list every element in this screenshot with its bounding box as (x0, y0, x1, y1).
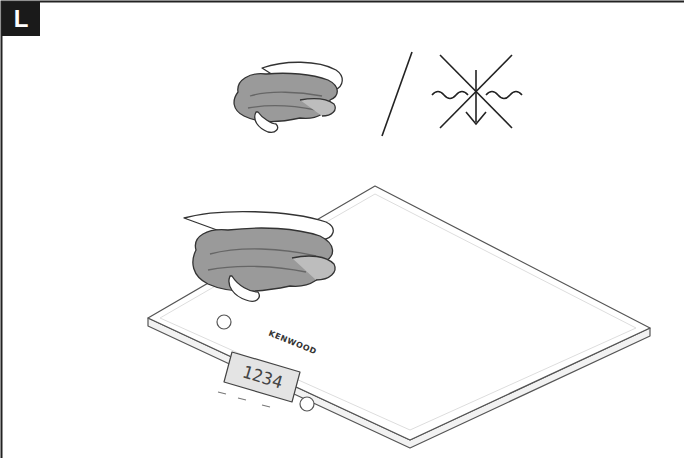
hand-with-cloth (234, 62, 342, 132)
kitchen-scale (148, 186, 650, 448)
hand-wiping-scale (184, 212, 335, 302)
figure-badge (2, 2, 40, 36)
no-immersion-symbol (432, 55, 522, 128)
figure-letter: L (14, 7, 29, 31)
divider-slash (382, 52, 412, 136)
